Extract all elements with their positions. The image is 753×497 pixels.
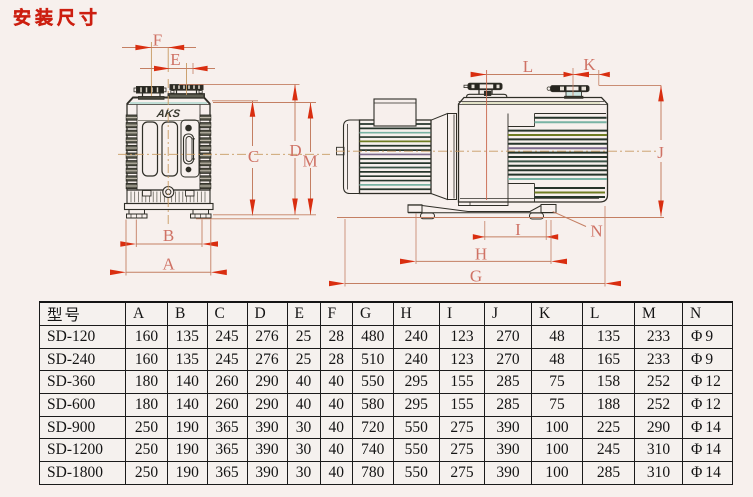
svg-text:C: C [248, 147, 259, 166]
svg-text:E: E [170, 50, 180, 69]
svg-text:H: H [475, 245, 487, 264]
svg-text:B: B [163, 226, 174, 245]
svg-text:I: I [515, 220, 521, 239]
svg-text:N: N [590, 222, 602, 241]
svg-text:K: K [583, 55, 596, 74]
svg-text:A: A [162, 255, 175, 274]
svg-text:M: M [302, 152, 317, 171]
svg-text:J: J [657, 143, 664, 162]
svg-text:L: L [523, 57, 533, 76]
svg-text:G: G [470, 267, 482, 286]
svg-text:F: F [153, 31, 162, 50]
svg-text:D: D [289, 141, 301, 160]
